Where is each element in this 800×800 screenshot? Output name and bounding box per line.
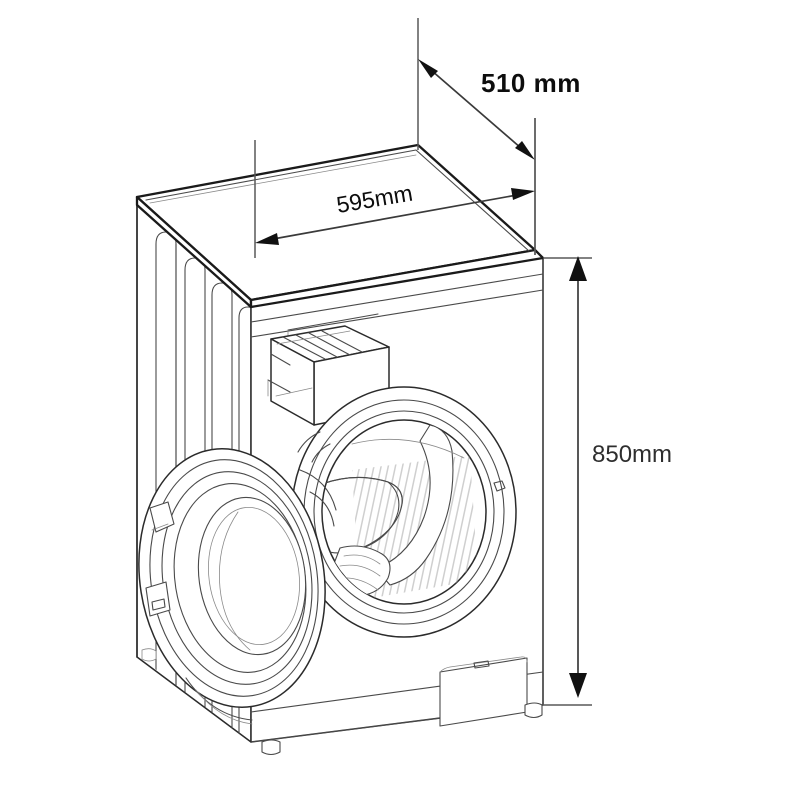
top-panel <box>135 143 545 309</box>
dimension-height: 850mm <box>543 256 672 706</box>
dimension-height-label: 850mm <box>592 441 672 468</box>
door <box>138 431 337 725</box>
arrow-height-top <box>569 256 587 281</box>
door-latch-port <box>493 480 506 492</box>
dimension-depth-label: 510 mm <box>481 68 581 98</box>
drum-interior <box>322 424 478 600</box>
drum <box>291 386 517 638</box>
adjustable-foot-rear <box>141 648 157 662</box>
arrow-width-start <box>255 233 279 245</box>
arrow-depth-end <box>515 141 535 160</box>
dim-line-depth <box>423 63 530 156</box>
arrow-height-bottom <box>569 673 587 698</box>
service-flap-latch <box>473 660 490 669</box>
washing-machine-body <box>135 143 545 756</box>
dim-line-width <box>261 192 529 242</box>
arrow-width-end <box>511 188 535 200</box>
arrow-depth-start <box>418 59 438 78</box>
dimension-depth: 510 mm <box>417 18 581 255</box>
adjustable-foot-left <box>261 739 281 756</box>
door-handle-recess <box>145 501 175 617</box>
service-flap <box>439 656 528 727</box>
adjustable-foot-right <box>524 702 543 719</box>
